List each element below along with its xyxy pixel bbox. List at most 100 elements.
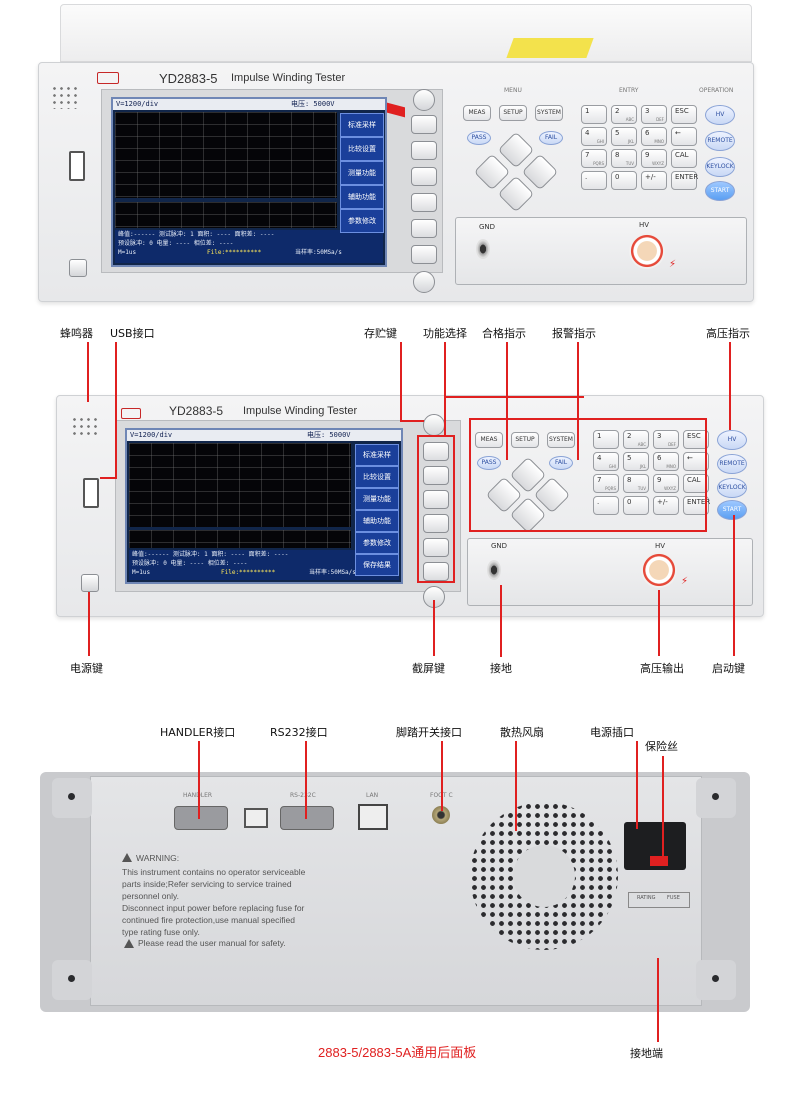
keypad-key-label: 8 [615,151,620,159]
arrow-down-button[interactable] [497,175,535,213]
function-button-3[interactable] [411,167,437,186]
keypad-2-key-13[interactable]: . [593,496,619,515]
function-button-2-4[interactable] [423,514,449,533]
keypad-2-key-label: ← [687,454,693,462]
hv-key[interactable]: HV [705,105,735,125]
terminal-panel [455,217,747,285]
callout-line-power-inlet [636,741,638,829]
keypad-2-key-14[interactable]: 0 [623,496,649,515]
fuse-holder[interactable] [650,856,668,866]
keypad-key-12[interactable]: CAL [671,149,697,168]
remote-key-2[interactable]: REMOTE [717,454,747,474]
waveform-grid-lower [115,202,337,228]
usb-b-port[interactable] [244,808,268,828]
function-button-2[interactable] [411,141,437,160]
function-button-6[interactable] [411,245,437,264]
store-button[interactable] [413,89,435,111]
keypad-2-key-4[interactable]: ESC [683,430,709,449]
keypad-2-key-16[interactable]: ENTER [683,496,710,515]
setup-key-2[interactable]: SETUP [511,432,539,448]
usb-port-2[interactable] [83,478,99,508]
function-button-2-6[interactable] [423,562,449,581]
remote-key[interactable]: REMOTE [705,131,735,151]
setup-key[interactable]: SETUP [499,105,527,121]
keypad-key-14[interactable]: 0 [611,171,637,190]
hv-output-terminal-2[interactable] [641,552,677,588]
keypad-key-16[interactable]: ENTER [671,171,699,190]
waveform-grid [115,112,337,198]
callout-foot-switch: 脚踏开关接口 [396,726,462,739]
screw-icon [68,975,75,982]
keypad-key-15[interactable]: +/- [641,171,667,190]
function-button-2-3[interactable] [423,490,449,509]
function-button-2-1[interactable] [423,442,449,461]
power-button[interactable] [69,259,87,277]
keypad-2-key-label: . [597,498,600,506]
callout-line-fan [515,741,517,831]
screenshot-button[interactable] [413,271,435,293]
system-key-2[interactable]: SYSTEM [547,432,575,448]
keylock-key-2[interactable]: KEYLOCK [717,478,747,498]
meas-key-2[interactable]: MEAS [475,432,503,448]
keypad-2-key-label: 2 [627,432,632,440]
screw-icon [712,793,719,800]
keypad-key-13[interactable]: . [581,171,607,190]
keypad-key-label: ENTER [675,173,699,181]
menu-group-label: MENU [504,87,522,94]
function-button-4[interactable] [411,193,437,212]
warning-line-1: This instrument contains no operator ser… [122,867,306,877]
warning-triangle-icon [122,853,132,862]
arrow-right-button[interactable] [521,153,559,191]
gnd-terminal[interactable] [476,239,490,259]
keypad-2-key-label: ESC [687,432,701,440]
foot-switch-port[interactable] [432,806,450,824]
keypad-2-key-12[interactable]: CAL [683,474,709,493]
hv-output-terminal[interactable] [629,233,665,269]
hv-key-2[interactable]: HV [717,430,747,450]
function-button-2-2[interactable] [423,466,449,485]
store-button-2[interactable] [423,414,445,436]
power-button-2[interactable] [81,574,99,592]
usb-port[interactable] [69,151,85,181]
softkey-3: 测量功能 [340,161,384,185]
lan-port[interactable] [358,804,388,830]
meas-key[interactable]: MEAS [463,105,491,121]
keypad-key-4[interactable]: ESC [671,105,697,124]
system-key[interactable]: SYSTEM [535,105,563,121]
callout-handler: HANDLER接口 [160,726,236,739]
keypad-2-key-15[interactable]: +/- [653,496,679,515]
gnd-terminal-2[interactable] [487,560,501,580]
keypad-key-8[interactable]: ← [671,127,697,146]
function-button-2-5[interactable] [423,538,449,557]
keypad-2-key-8[interactable]: ← [683,452,709,471]
keypad-2-key-1[interactable]: 1 [593,430,619,449]
keylock-key[interactable]: KEYLOCK [705,157,735,177]
keypad-key-1[interactable]: 1 [581,105,607,124]
handler-port[interactable] [174,806,228,830]
function-select-box [417,435,455,583]
function-button-1[interactable] [411,115,437,134]
function-button-5[interactable] [411,219,437,238]
start-key-2[interactable]: START [717,500,747,520]
screen-status-bar-2: V=1200/div 电压: 5000V [127,430,401,441]
rs232-port[interactable] [280,806,334,830]
screen-voltage: 电压: 5000V [291,100,335,108]
warning-line-6: type rating fuse only. [122,927,200,937]
start-key[interactable]: START [705,181,735,201]
